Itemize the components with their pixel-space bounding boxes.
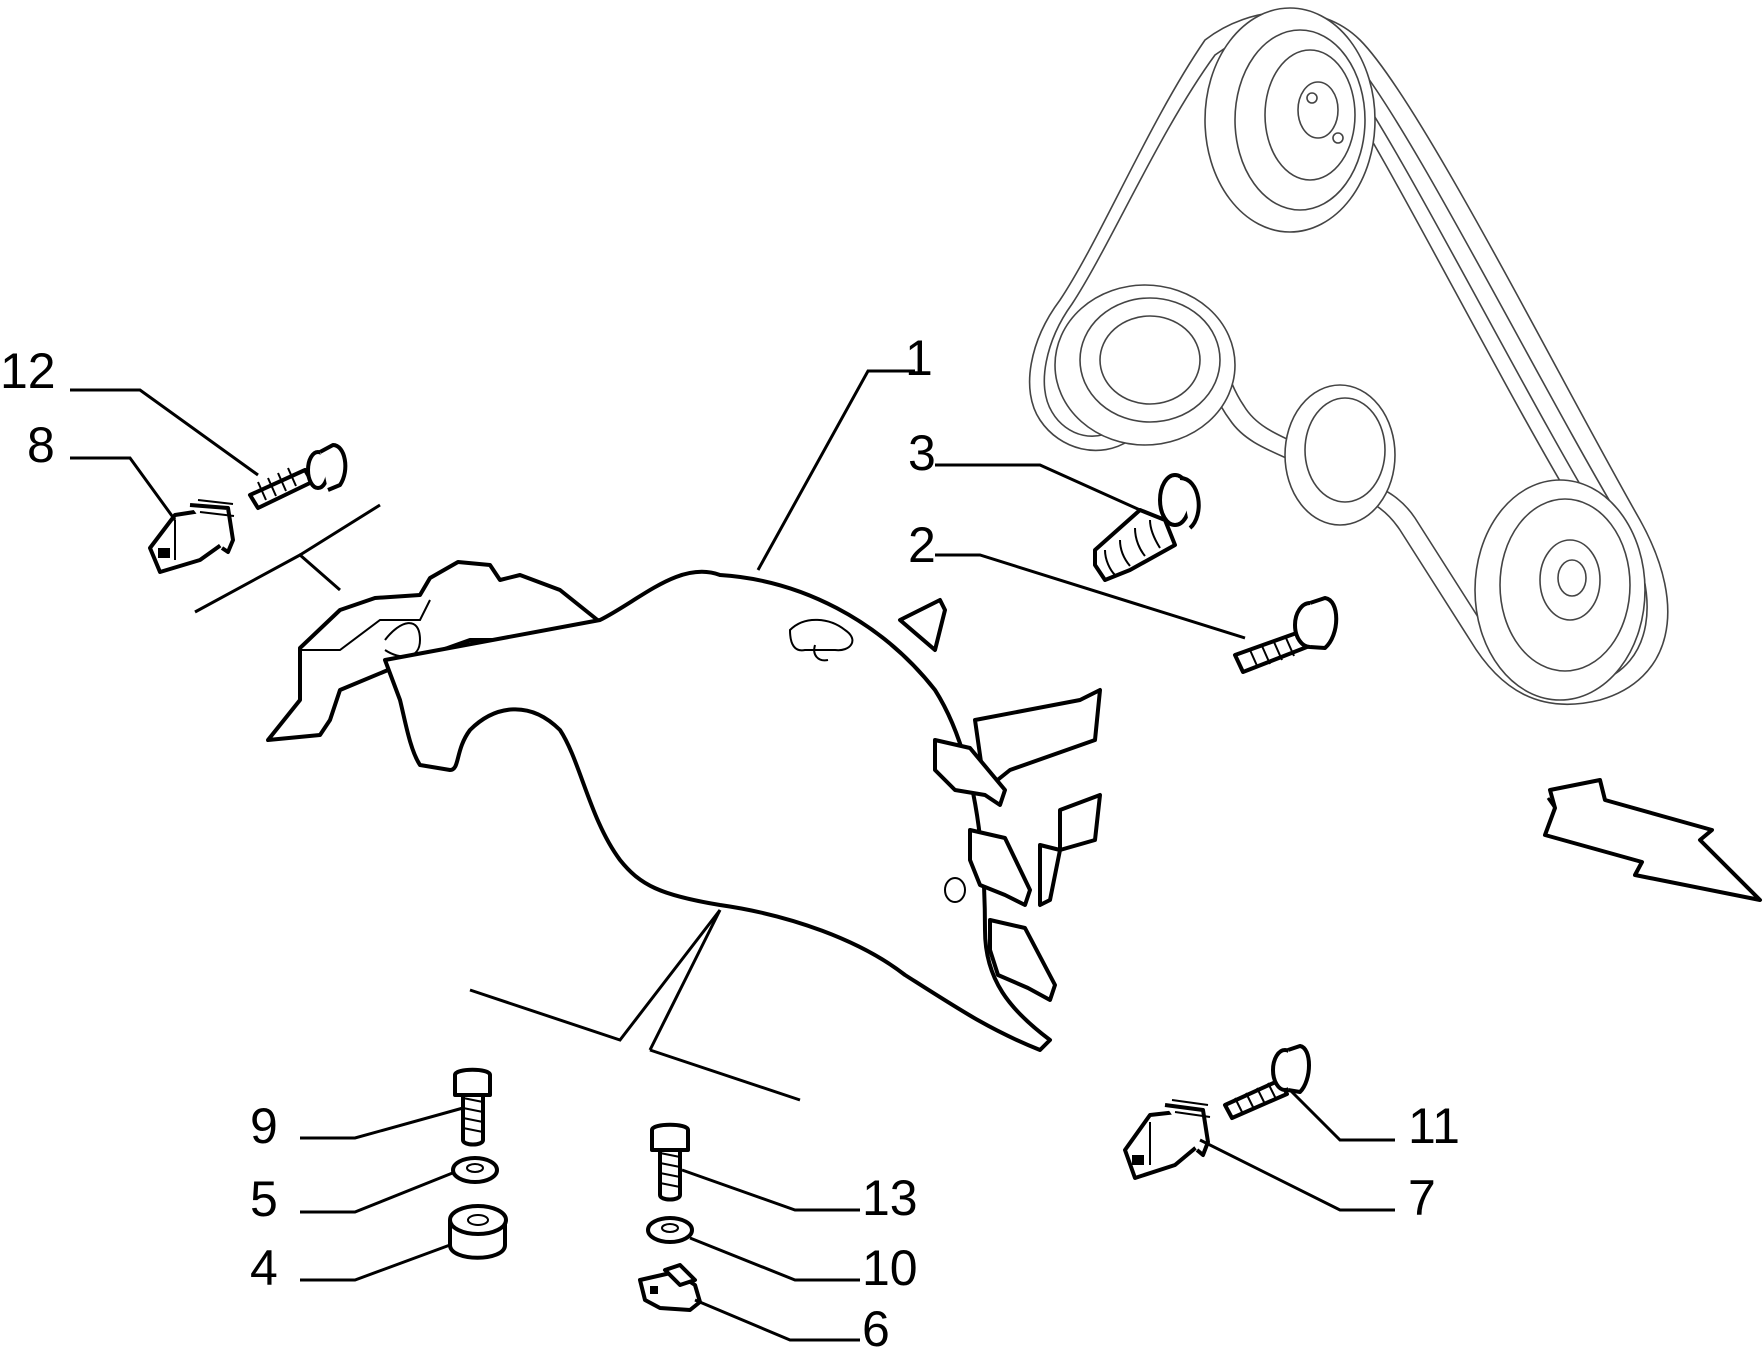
callout-numbers: 1 2 3 4 5 6 7 8 9 10 11 12 13 — [0, 330, 1460, 1352]
flange-bolt-icon — [1223, 1044, 1311, 1120]
callout-4: 4 — [250, 1240, 278, 1296]
leader-lines — [70, 369, 1395, 1342]
callout-3: 3 — [908, 425, 936, 481]
callout-8: 8 — [27, 417, 55, 473]
rubber-grommet-icon — [148, 499, 235, 574]
hex-bolt-icon — [650, 1122, 690, 1202]
callout-9: 9 — [250, 1098, 278, 1154]
callout-12: 12 — [0, 343, 56, 399]
direction-arrow-icon — [1543, 778, 1762, 902]
callout-6: 6 — [862, 1301, 890, 1352]
flange-bolt-icon — [1233, 596, 1339, 674]
callout-5: 5 — [250, 1171, 278, 1227]
spacer-bush-icon — [448, 1204, 508, 1260]
timing-belt-cover-icon — [266, 560, 1102, 1052]
callout-13: 13 — [862, 1170, 918, 1226]
rubber-grommet-icon — [1123, 1099, 1211, 1180]
clip-nut-icon — [638, 1263, 702, 1312]
self-tapping-screw-icon — [1093, 473, 1201, 582]
break-line — [469, 909, 801, 1102]
washer-icon — [451, 1156, 499, 1184]
hex-bolt-icon — [453, 1067, 492, 1147]
callout-11: 11 — [1408, 1098, 1460, 1154]
flange-bolt-icon — [248, 443, 348, 510]
callout-7: 7 — [1408, 1170, 1436, 1226]
belt-and-pulleys-icon — [1028, 7, 1669, 705]
callout-2: 2 — [908, 517, 936, 573]
break-line — [194, 503, 381, 614]
callout-1: 1 — [905, 330, 933, 386]
washer-icon — [646, 1216, 694, 1244]
callout-10: 10 — [862, 1240, 918, 1296]
